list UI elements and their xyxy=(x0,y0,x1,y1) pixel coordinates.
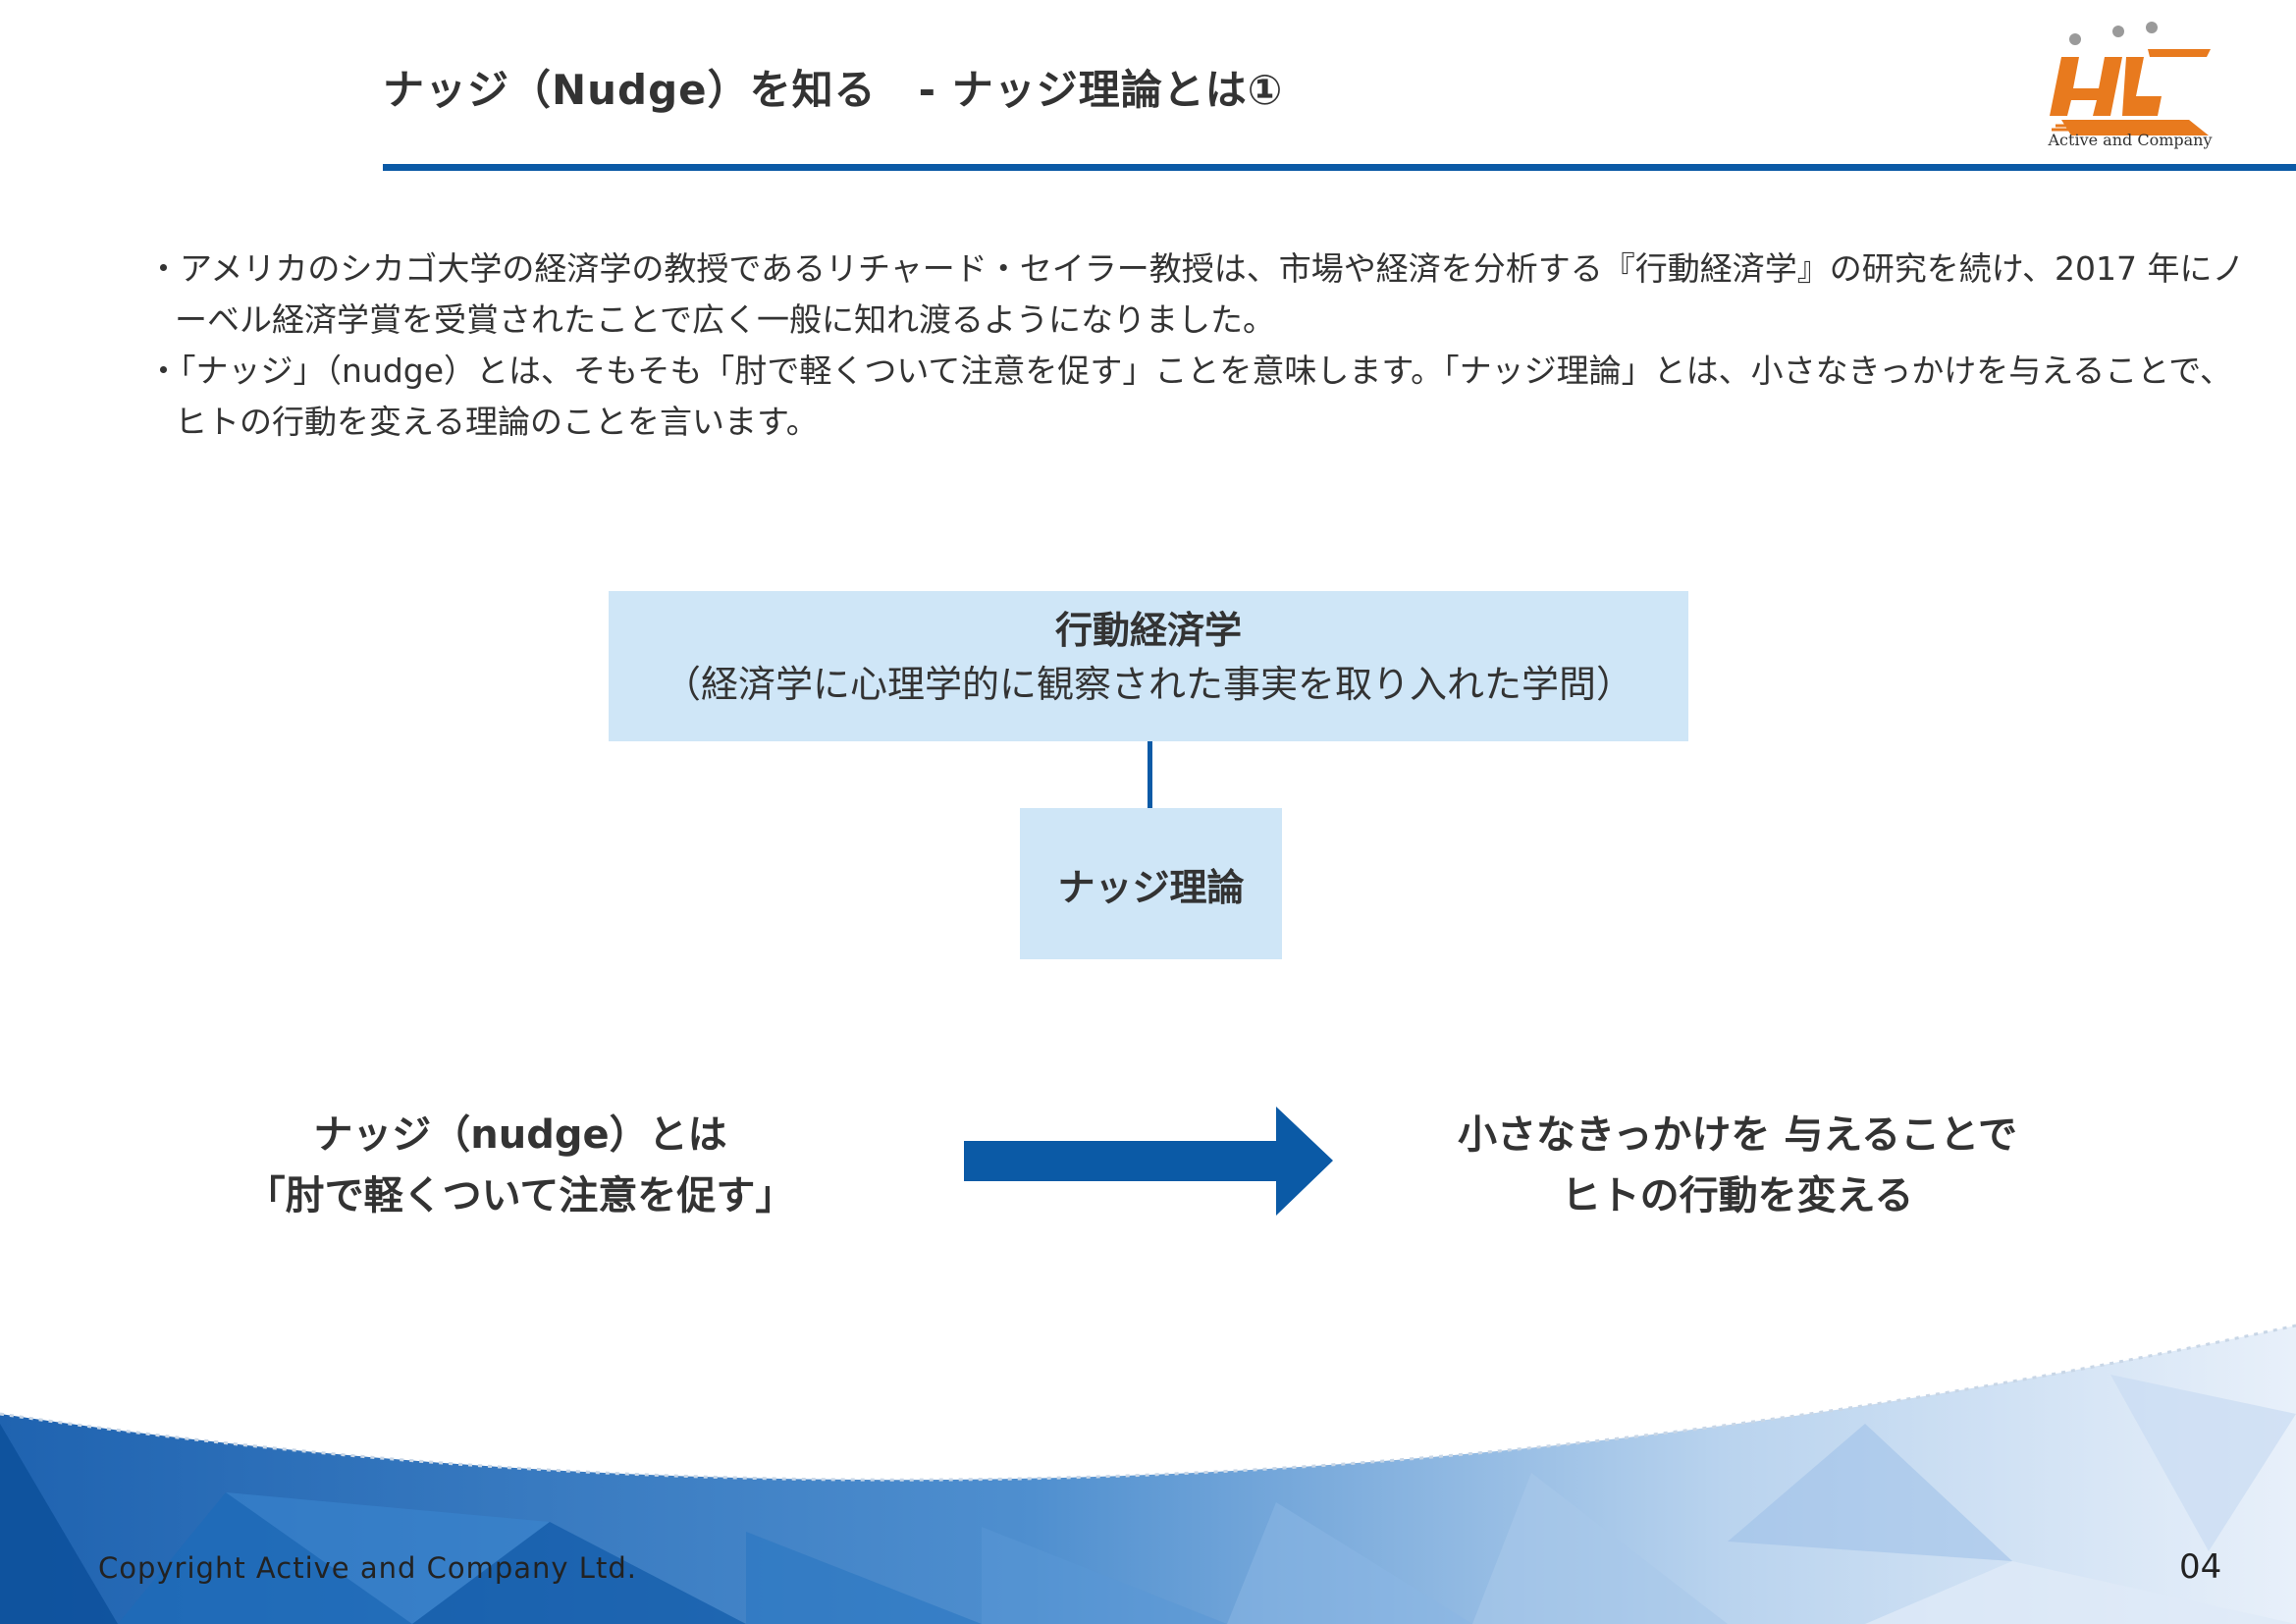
bullet-item: ・「ナッジ」（nudge）とは、そもそも「肘で軽くついて注意を促す」ことを意味し… xyxy=(147,352,2232,441)
logo-dot-1 xyxy=(2069,33,2081,45)
nudge-definition: ナッジ（nudge）とは 「肘で軽くついて注意を促す」 xyxy=(226,1105,815,1226)
page-number: 04 xyxy=(2179,1547,2222,1587)
slide-title: ナッジ（Nudge）を知る - ナッジ理論とは① xyxy=(383,66,1284,114)
copyright-text: Copyright Active and Company Ltd. xyxy=(98,1551,637,1585)
logo-shape xyxy=(2050,49,2211,135)
nudge-definition-line1: ナッジ（nudge）とは xyxy=(313,1112,727,1158)
box-title: 行動経済学 xyxy=(1054,609,1242,652)
bullet-list: ・アメリカのシカゴ大学の経済学の教授であるリチャード・セイラー教授は、市場や経済… xyxy=(147,244,2258,448)
logo-lines xyxy=(2052,124,2197,132)
behavioral-economics-box: 行動経済学 （経済学に心理学的に観察された事実を取り入れた学問） xyxy=(609,591,1688,741)
footer-decoration xyxy=(0,1324,2296,1624)
company-logo-icon xyxy=(2050,22,2211,135)
box-subtitle: （経済学に心理学的に観察された事実を取り入れた学問） xyxy=(663,663,1633,706)
bullet-item: ・アメリカのシカゴ大学の経済学の教授であるリチャード・セイラー教授は、市場や経済… xyxy=(147,249,2245,339)
nudge-effect-line1: 小さなきっかけを 与えることで xyxy=(1458,1112,2017,1158)
logo-text: Active and Company xyxy=(2048,131,2213,149)
connector-line xyxy=(1148,741,1152,808)
nudge-definition-line2: 「肘で軽くついて注意を促す」 xyxy=(245,1173,795,1218)
nudge-theory-box: ナッジ理論 xyxy=(1020,808,1282,959)
right-arrow-icon xyxy=(964,1107,1333,1216)
logo-dot-2 xyxy=(2112,26,2124,37)
arrow-shape xyxy=(964,1107,1333,1216)
nudge-effect: 小さなきっかけを 与えることで ヒトの行動を変える xyxy=(1414,1105,2061,1226)
title-divider xyxy=(383,164,2296,171)
logo-dot-3 xyxy=(2146,22,2158,33)
nudge-effect-line2: ヒトの行動を変える xyxy=(1561,1173,1914,1218)
